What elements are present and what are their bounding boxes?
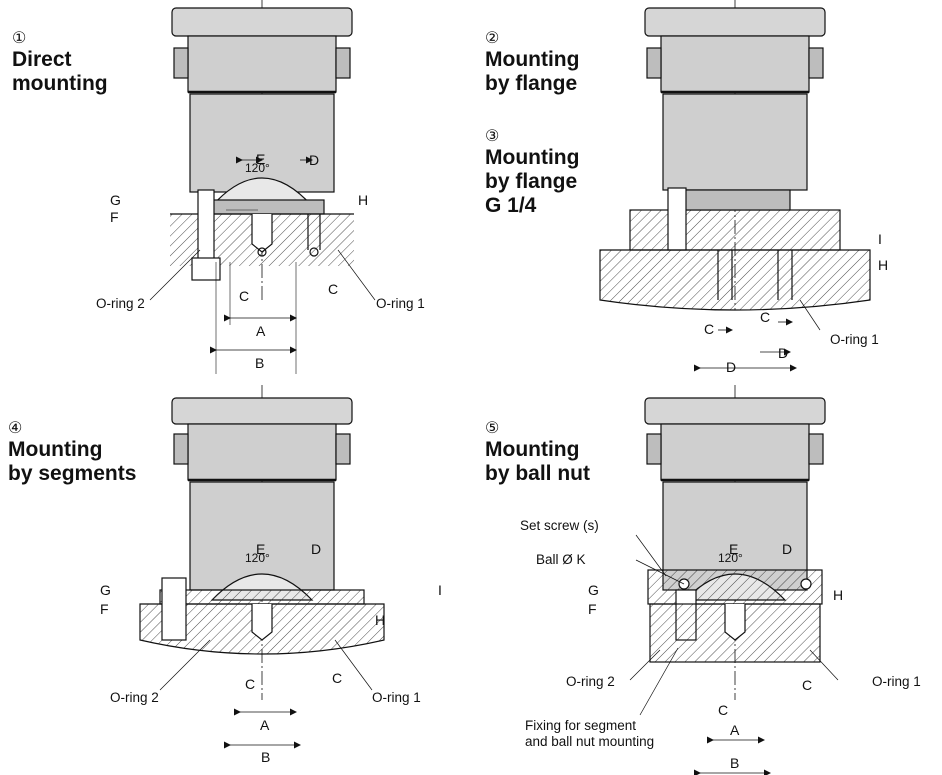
- fig4-angle: 120°: [245, 551, 270, 565]
- fig5-ball-nut: [647, 569, 823, 605]
- fig2-dim-d-right: D: [778, 345, 788, 361]
- fig4-drawing: [139, 385, 385, 749]
- fig1-oring2-label: O-ring 2: [96, 296, 145, 311]
- fig1-dim-g: G: [110, 192, 121, 208]
- fig1-dim-e: E: [256, 151, 265, 167]
- fig5-title-line1: Mounting: [485, 438, 580, 461]
- fig5-dim-h: H: [833, 587, 843, 603]
- fig2-dim-h: H: [878, 257, 888, 273]
- fig2-title-line2: by flange: [485, 72, 578, 95]
- fig4-dim-i: I: [438, 582, 442, 598]
- fig2-title-line1: Mounting: [485, 48, 580, 71]
- fig1-dim-c-left: C: [239, 288, 249, 304]
- fig4-dim-b: B: [261, 749, 270, 765]
- fig5-dim-g: G: [588, 582, 599, 598]
- fig2-upper-body: [660, 35, 810, 93]
- fig5-number: ⑤: [485, 420, 500, 437]
- fig3-header: ③ Mounting by flange G 1/4: [485, 128, 579, 218]
- fig4-oring2-label: O-ring 2: [110, 690, 159, 705]
- fig2-lower-body: [662, 93, 808, 191]
- fig5-dim-e: E: [729, 541, 738, 557]
- fig2-drawing: [599, 0, 871, 372]
- fig1-dim-d: D: [309, 152, 319, 168]
- fig5-dim-c-right: C: [802, 677, 812, 693]
- fig4-oring1-label: O-ring 1: [372, 690, 421, 705]
- fig2-number: ②: [485, 30, 500, 47]
- fig1-angle: 120°: [245, 161, 270, 175]
- fig5-upper-body: [660, 423, 810, 481]
- fig2-ground: [599, 249, 871, 311]
- fig4-upper-body: [187, 423, 337, 481]
- fig4-dim-c-left: C: [245, 676, 255, 692]
- fig2-dim-c-left: C: [704, 321, 714, 337]
- fig2-dim-d-left: D: [726, 359, 736, 375]
- fig5-drawing: [629, 385, 839, 775]
- fig1-bolt: [197, 189, 215, 263]
- fig1-title-line1: Direct: [12, 48, 72, 71]
- fig5-header: ⑤ Mounting by ball nut: [485, 420, 590, 486]
- fig4-title-line1: Mounting: [8, 438, 103, 461]
- fig5-fixing-label-1: Fixing for segment: [525, 718, 636, 733]
- fig2-dim-c-right: C: [760, 309, 770, 325]
- fig5-setscrew-label: Set screw (s): [520, 518, 599, 533]
- fig4-dim-e: E: [256, 541, 265, 557]
- fig1-base: [199, 199, 325, 215]
- fig5-dim-a: A: [730, 722, 740, 738]
- fig1-nut-right: [335, 47, 351, 79]
- fig5-oring1-label: O-ring 1: [872, 674, 921, 689]
- fig3-title-line3: G 1/4: [485, 194, 537, 217]
- fig5-dim-f: F: [588, 601, 597, 617]
- fig1-title-line2: mounting: [12, 72, 108, 95]
- fig5-dim-c-left: C: [718, 702, 728, 718]
- fig1-upper-body: [187, 35, 337, 93]
- fig4-dim-h: H: [375, 612, 385, 628]
- fig5-oring2-label: O-ring 2: [566, 674, 615, 689]
- fig1-oring1-label: O-ring 1: [376, 296, 425, 311]
- fig4-header: ④ Mounting by segments: [8, 420, 136, 486]
- fig5-ball-label: Ball Ø K: [536, 552, 586, 567]
- fig1-dim-f: F: [110, 209, 119, 225]
- fig1-dim-c-right: C: [328, 281, 338, 297]
- fig1-dim-h: H: [358, 192, 368, 208]
- fig4-cap: [171, 397, 353, 425]
- fig1-nut-left: [173, 47, 189, 79]
- fig3-title-line1: Mounting: [485, 146, 580, 169]
- fig4-dim-c-right: C: [332, 670, 342, 686]
- fig2-flange: [629, 209, 841, 251]
- fig1-drawing: [149, 0, 376, 374]
- fig5-dim-b: B: [730, 755, 739, 771]
- fig3-title-line2: by flange: [485, 170, 578, 193]
- fig4-title-line2: by segments: [8, 462, 137, 485]
- fig5-title-line2: by ball nut: [485, 462, 590, 485]
- fig1-cap: [171, 7, 353, 37]
- fig5-dim-d: D: [782, 541, 792, 557]
- fig2-cap: [644, 7, 826, 37]
- fig1-dim-b: B: [255, 355, 264, 371]
- fig1-number: ①: [12, 30, 27, 47]
- fig5-cap: [644, 397, 826, 425]
- fig4-number: ④: [8, 420, 23, 437]
- fig5-fixing-label-2: and ball nut mounting: [525, 734, 654, 749]
- fig2-oring1-label: O-ring 1: [830, 332, 879, 347]
- fig4-dim-f: F: [100, 601, 109, 617]
- fig3-number: ③: [485, 128, 500, 145]
- fig4-dim-g: G: [100, 582, 111, 598]
- fig1-dim-a: A: [256, 323, 266, 339]
- fig5-angle: 120°: [718, 551, 743, 565]
- fig4-lower-body: [189, 481, 335, 591]
- fig4-dim-a: A: [260, 717, 270, 733]
- fig2-dim-i: I: [878, 231, 882, 247]
- fig1-header: ① Direct mounting: [12, 30, 108, 96]
- fig2-header: ② Mounting by flange: [485, 30, 579, 96]
- fig4-dim-d: D: [311, 541, 321, 557]
- fig1-lower-body: [189, 93, 335, 193]
